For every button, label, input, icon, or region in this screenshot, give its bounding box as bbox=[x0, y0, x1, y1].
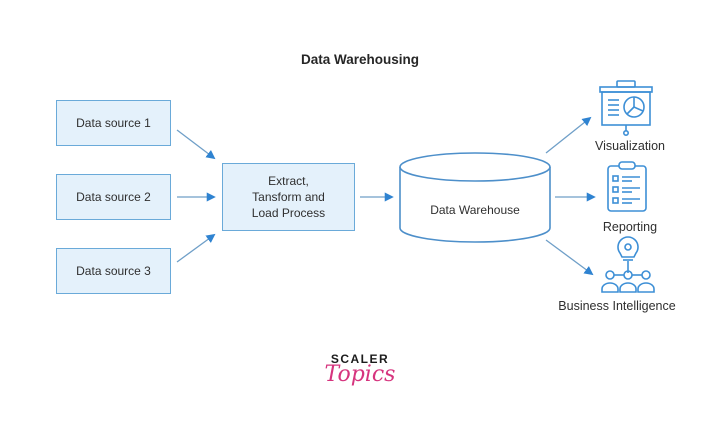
etl-label-line-2: Tansform and bbox=[252, 189, 325, 204]
clipboard-checklist-icon bbox=[607, 161, 647, 212]
data-source-2-label: Data source 2 bbox=[76, 189, 151, 204]
reporting-label: Reporting bbox=[602, 220, 658, 234]
arrow-source1-to-etl bbox=[176, 129, 216, 160]
business-intelligence-label: Business Intelligence bbox=[558, 299, 676, 313]
data-source-3-box: Data source 3 bbox=[56, 248, 171, 294]
scaler-logo-text: SCALER bbox=[330, 352, 390, 366]
arrow-warehouse-to-visualization bbox=[545, 116, 592, 154]
etl-process-box: Extract, Tansform and Load Process bbox=[222, 163, 355, 231]
data-source-3-label: Data source 3 bbox=[76, 263, 151, 278]
data-source-1-label: Data source 1 bbox=[76, 115, 151, 130]
data-warehouse-label: Data Warehouse bbox=[430, 203, 520, 217]
arrow-source3-to-etl bbox=[176, 233, 216, 263]
data-source-1-box: Data source 1 bbox=[56, 100, 171, 146]
topics-logo-text: Topics bbox=[324, 362, 396, 387]
etl-label-line-3: Load Process bbox=[251, 206, 326, 221]
arrow-warehouse-to-bi bbox=[545, 239, 594, 276]
diagram-title: Data Warehousing bbox=[300, 52, 419, 67]
lightbulb-team-icon bbox=[601, 236, 655, 293]
visualization-label: Visualization bbox=[595, 139, 665, 153]
data-source-2-box: Data source 2 bbox=[56, 174, 171, 220]
etl-label-line-1: Extract, bbox=[268, 173, 309, 188]
presentation-chart-icon bbox=[599, 80, 653, 137]
data-warehouse-cylinder bbox=[399, 152, 551, 243]
